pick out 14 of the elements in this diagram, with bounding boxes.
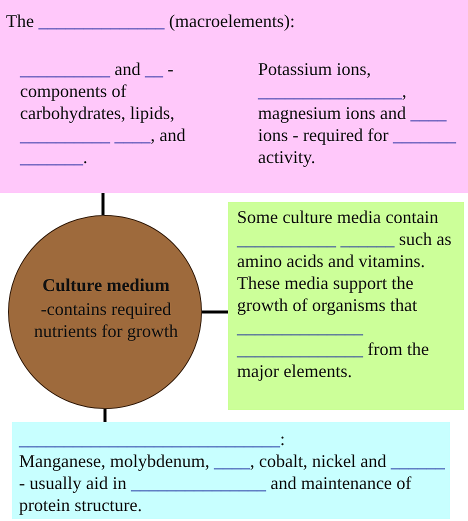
text-box: [12, 422, 450, 519]
connector-line: [202, 310, 228, 314]
fill-in-text: __________ and __ - components of carbohydrates, lipids, __________ ____, and _______.: [20, 58, 186, 168]
circle-description: -contains required nutrients for growth: [33, 298, 179, 342]
fill-in-text: Some culture media contain ___________ ______ such as amino acids and vitamins. These media support the growth of organisms that ______________ ______________ from the major elements.: [237, 206, 452, 382]
text-box: [0, 0, 468, 193]
fill-in-text: _____________________________:: [19, 428, 286, 450]
fill-in-text: Manganese, molybdenum, ____, cobalt, nickel and ______ - usually aid in _______________ and maintenance of protein structure.: [19, 450, 446, 516]
circle-title: Culture medium: [41, 274, 171, 296]
text-box: [228, 202, 464, 410]
fill-in-text: Potassium ions, ________________, magnesium ions and ____ ions - required for _______ activity.: [258, 58, 458, 168]
box-heading: The ______________ (macroelements):: [6, 10, 296, 32]
connector-line: [102, 193, 104, 215]
connector-line: [104, 409, 106, 422]
